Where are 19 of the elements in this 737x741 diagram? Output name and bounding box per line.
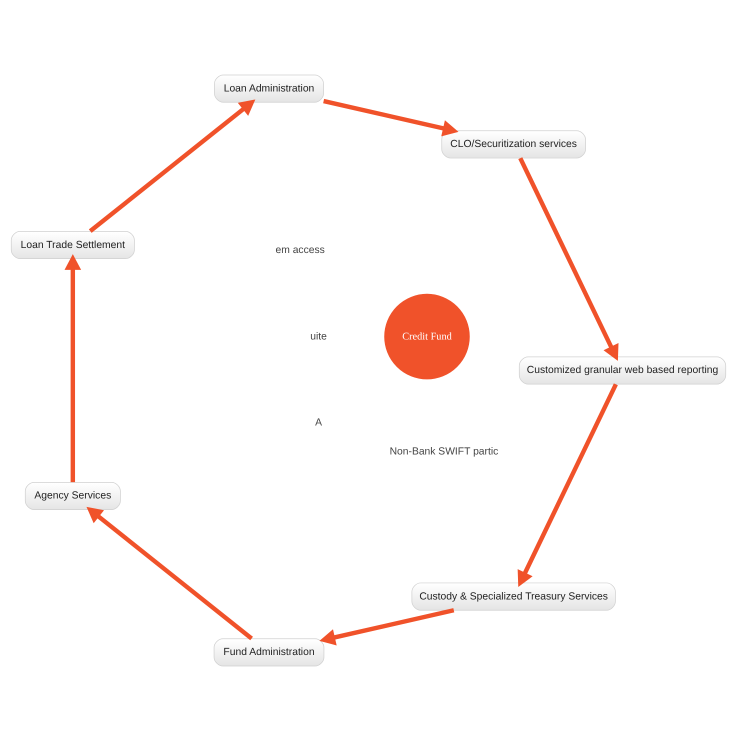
label: Non-Bank SWIFT partic (390, 446, 498, 458)
arrow (88, 99, 256, 233)
node-box: Fund Administration (214, 638, 324, 666)
node-box: Customized granular web based reporting (518, 356, 726, 384)
node-box: Loan Administration (214, 74, 324, 103)
node-box: CLO/Securitization services (441, 130, 586, 158)
label: uite (310, 331, 327, 342)
arrow (518, 157, 618, 361)
node-box: Custody & Specialized Treasury Services (412, 582, 616, 611)
node-box: Loan Trade Settlement (10, 231, 135, 260)
arrow (319, 608, 454, 646)
arrow (518, 383, 618, 587)
node-circle: Credit Fund (384, 294, 470, 380)
node-box: Agency Services (24, 482, 121, 510)
arrow (323, 98, 458, 136)
label: A (315, 418, 322, 429)
arrow (86, 506, 253, 640)
arrow (64, 254, 82, 482)
label: em access (276, 245, 325, 256)
